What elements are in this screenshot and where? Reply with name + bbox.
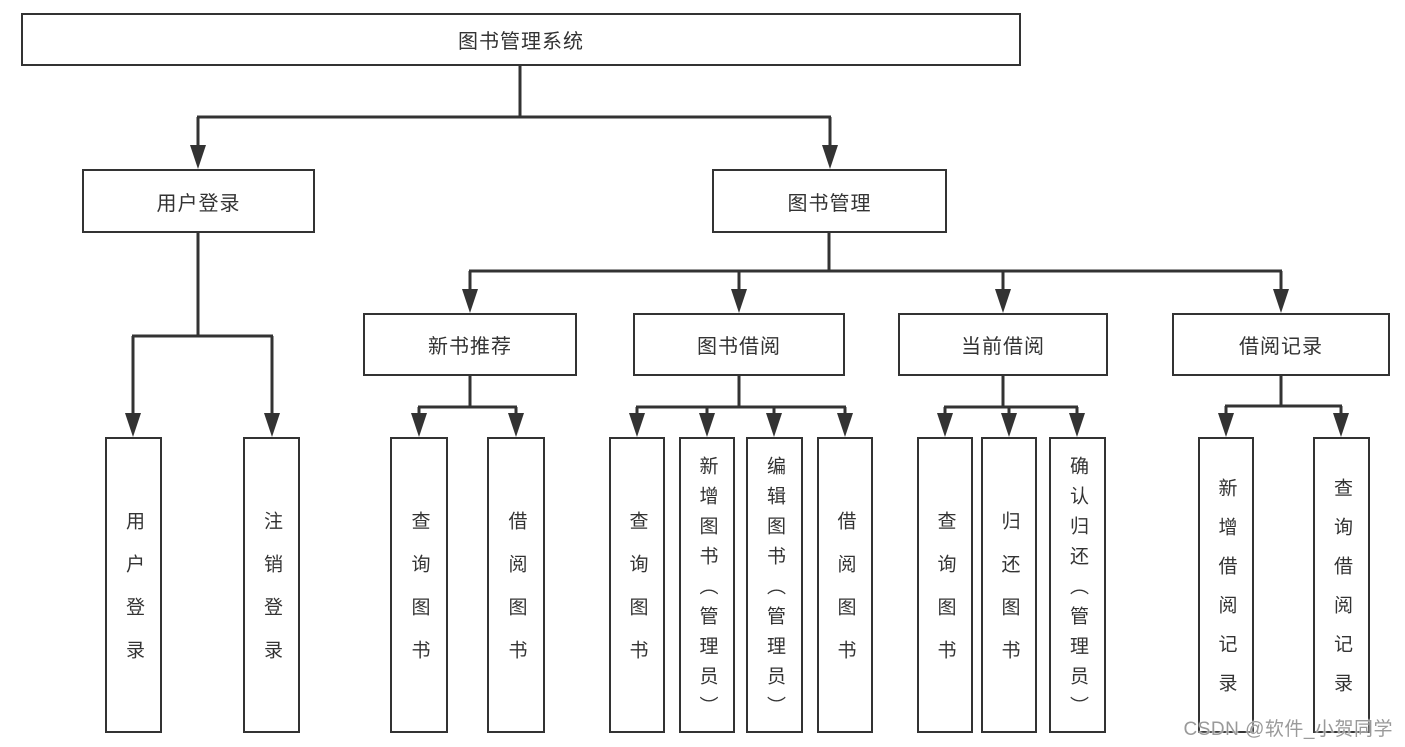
node-current-borrow: 当前借阅: [898, 313, 1108, 376]
leaf-bb-add-book-admin: 新增图书（管理员）: [679, 437, 735, 733]
leaf-label: 确认归还（管理员）: [1067, 455, 1088, 726]
connector-user-login-children: [125, 233, 280, 437]
leaf-label: 查询图书: [934, 511, 956, 683]
leaf-label: 借阅图书: [505, 511, 527, 683]
leaf-label: 查询图书: [408, 511, 430, 683]
connector-current-borrow-children: [937, 376, 1085, 437]
leaf-rec-borrow-book: 借阅图书: [487, 437, 545, 733]
connector-book-mgmt-to-level3: [462, 233, 1289, 313]
leaf-br-add-record: 新增借阅记录: [1198, 437, 1254, 733]
leaf-label: 归还图书: [998, 511, 1020, 683]
node-label: 当前借阅: [961, 336, 1045, 358]
leaf-label: 借阅图书: [834, 511, 856, 683]
connector-borrow-record-children: [1218, 376, 1349, 437]
leaf-label: 查询图书: [626, 511, 648, 683]
leaf-br-query-record: 查询借阅记录: [1313, 437, 1370, 733]
leaf-user-login: 用户登录: [105, 437, 162, 733]
leaf-label: 用户登录: [123, 511, 144, 683]
leaf-label: 新增借阅记录: [1215, 478, 1237, 712]
node-book-management: 图书管理: [712, 169, 947, 233]
leaf-bb-borrow-book: 借阅图书: [817, 437, 873, 733]
node-book-borrow: 图书借阅: [633, 313, 845, 376]
connector-root-to-level2: [190, 65, 838, 169]
leaf-cb-confirm-return-admin: 确认归还（管理员）: [1049, 437, 1106, 733]
node-label: 图书借阅: [697, 336, 781, 358]
node-label: 图书管理: [787, 192, 872, 215]
leaf-label: 编辑图书（管理员）: [764, 455, 785, 726]
node-label: 图书管理系统: [458, 31, 584, 53]
leaf-cb-query-book: 查询图书: [917, 437, 973, 733]
leaf-label: 注销登录: [261, 511, 282, 683]
leaf-label: 新增图书（管理员）: [696, 455, 718, 726]
node-new-book-recommend: 新书推荐: [363, 313, 577, 376]
connector-book-borrow-children: [629, 376, 853, 437]
node-label: 用户登录: [156, 192, 241, 215]
leaf-label: 查询借阅记录: [1331, 478, 1352, 712]
connector-new-book-rec-children: [411, 376, 524, 437]
leaf-cb-return-book: 归还图书: [981, 437, 1037, 733]
node-label: 新书推荐: [428, 336, 512, 358]
node-book-management-system: 图书管理系统: [21, 13, 1021, 66]
leaf-bb-edit-book-admin: 编辑图书（管理员）: [746, 437, 803, 733]
leaf-rec-query-book: 查询图书: [390, 437, 448, 733]
leaf-bb-query-book: 查询图书: [609, 437, 665, 733]
csdn-watermark: CSDN @软件_小贺同学: [1183, 719, 1393, 740]
node-borrow-records: 借阅记录: [1172, 313, 1390, 376]
leaf-logout: 注销登录: [243, 437, 300, 733]
node-label: 借阅记录: [1239, 336, 1323, 358]
node-user-login: 用户登录: [82, 169, 315, 233]
